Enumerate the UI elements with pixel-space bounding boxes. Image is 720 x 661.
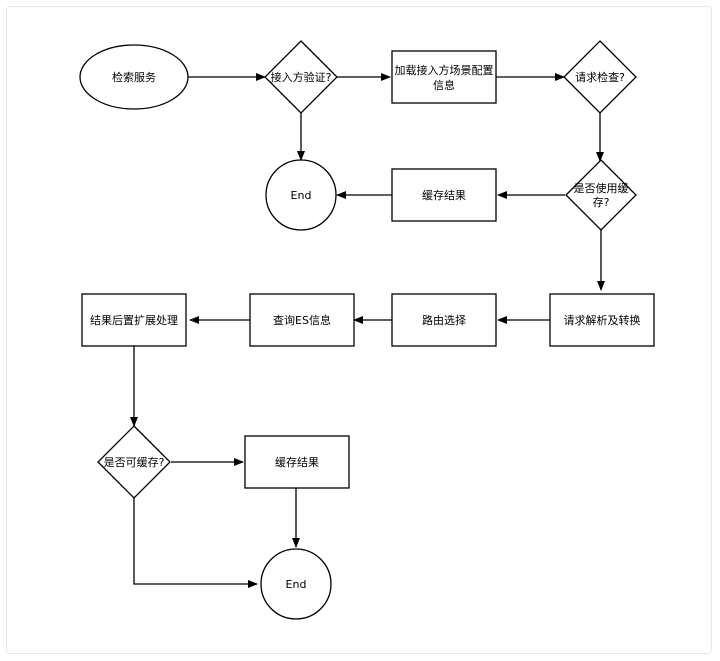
node-end-top: End [265, 159, 337, 231]
node-label: 路由选择 [422, 313, 466, 327]
node-request-check: 请求检查? [563, 40, 637, 114]
node-label: 结果后置扩展处理 [90, 313, 178, 327]
node-label: 请求解析及转换 [564, 313, 641, 327]
canvas-border [6, 6, 712, 654]
node-access-verify: 接入方验证? [264, 40, 338, 114]
node-can-cache: 是否可缓存? [97, 425, 171, 499]
node-label-line1: 加载接入方场景配置 [395, 63, 494, 77]
node-label: End [291, 189, 312, 202]
node-label: 缓存结果 [275, 455, 319, 469]
node-use-cache: 是否使用缓 存? [565, 159, 637, 231]
node-label: 请求检查? [575, 70, 625, 84]
node-search-service: 检索服务 [79, 44, 189, 110]
node-label-line2: 信息 [433, 78, 455, 92]
node-cache-result-bottom: 缓存结果 [244, 435, 350, 489]
node-label: 缓存结果 [422, 188, 466, 202]
edge-cancache-to-endbottom [133, 498, 258, 588]
node-label: 检索服务 [112, 70, 156, 84]
node-load-config: 加载接入方场景配置 信息 [391, 50, 497, 104]
node-parse-convert: 请求解析及转换 [549, 293, 655, 347]
node-label: 查询ES信息 [273, 313, 331, 327]
node-result-post: 结果后置扩展处理 [81, 293, 187, 347]
node-label: 是否可缓存? [104, 455, 165, 469]
edges [130, 73, 605, 588]
node-label-line1: 是否使用缓 [574, 182, 629, 195]
node-end-bottom: End [260, 548, 332, 620]
node-label: 接入方验证? [271, 70, 332, 84]
node-label: End [286, 578, 307, 591]
node-route-select: 路由选择 [391, 293, 497, 347]
node-cache-result-top: 缓存结果 [391, 168, 497, 222]
node-query-es: 查询ES信息 [249, 293, 355, 347]
node-label-line2: 存? [593, 195, 610, 209]
